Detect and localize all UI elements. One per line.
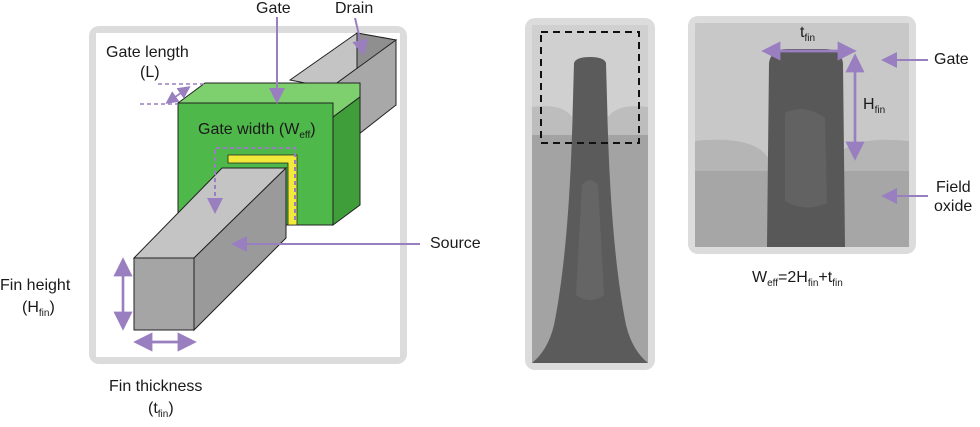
label-field-oxide-1: Field bbox=[936, 179, 971, 196]
label-gate-length: Gate length bbox=[106, 44, 189, 61]
gate-width-arrow bbox=[207, 147, 296, 220]
label-source: Source bbox=[430, 235, 481, 252]
tem-zoom-shape bbox=[695, 23, 909, 247]
label-fin-thickness: Fin thickness bbox=[109, 378, 203, 395]
label-fin-height-symbol: (Hfin) bbox=[22, 299, 55, 319]
label-fin-thickness-symbol: (tfin) bbox=[148, 400, 174, 420]
label-drain: Drain bbox=[335, 0, 374, 17]
label-gate-length-symbol: (L) bbox=[140, 64, 160, 81]
label-fin-height: Fin height bbox=[0, 277, 71, 294]
tem-fin-shape bbox=[532, 25, 648, 363]
tem-image-zoom bbox=[688, 16, 916, 254]
label-gate-width: Gate width (Weff) bbox=[198, 121, 316, 141]
label-tem-hfin: Hfin bbox=[863, 96, 886, 116]
drain-pointer bbox=[352, 17, 369, 56]
label-field-oxide-2: oxide bbox=[934, 198, 973, 215]
label-gate: Gate bbox=[256, 0, 291, 17]
tem-image-full bbox=[525, 18, 655, 370]
label-tem-tfin: tfin bbox=[800, 24, 816, 44]
label-weff-formula: Weff=2Hfin+tfin bbox=[752, 269, 843, 289]
label-tem-gate: Gate bbox=[934, 51, 969, 68]
gate-length-arrow bbox=[140, 83, 205, 105]
gate-dielectric bbox=[227, 154, 298, 226]
